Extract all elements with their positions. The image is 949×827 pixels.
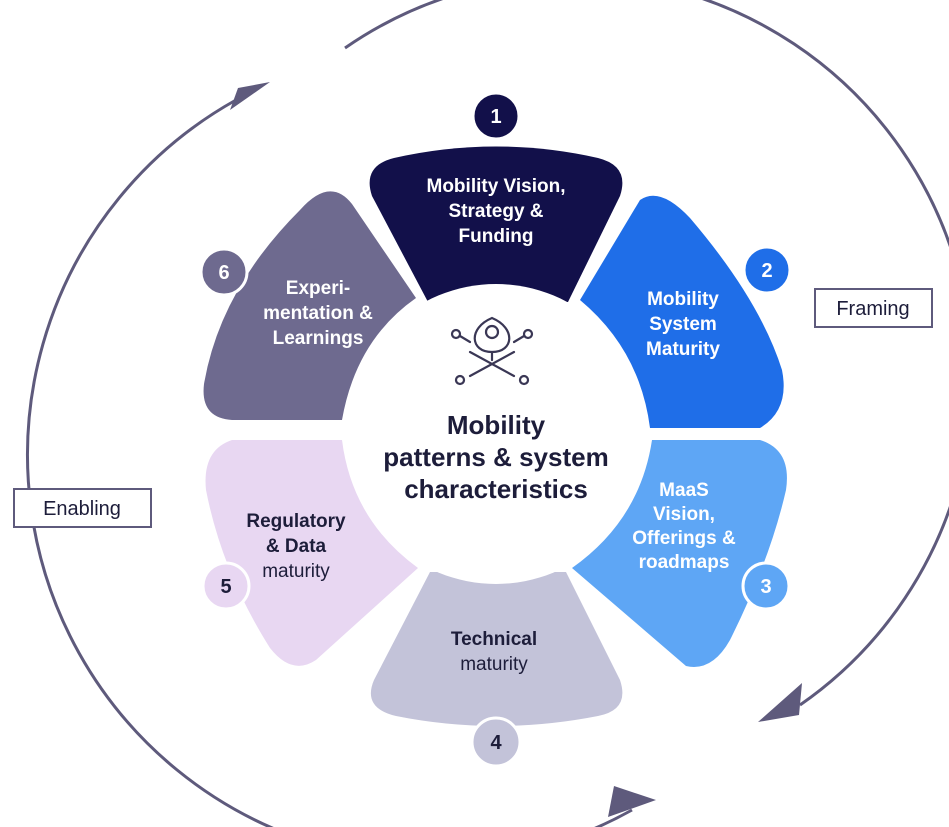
segment-5-shape [205,440,418,666]
segment-5-sublabel-line: maturity [262,561,330,582]
segment-6-number: 6 [218,262,229,284]
segment-1-badge [471,91,521,141]
segment-2-label-line: System [649,314,717,335]
enabling-arrowhead-icon [230,82,270,110]
segment-5-label-line: Regulatory [246,511,346,532]
segment-4-badge [470,716,522,768]
segment-2-label-line: Maturity [646,339,720,360]
center-title-line: characteristics [404,474,588,504]
location-pin-network-icon [450,316,534,386]
center-circle [346,284,646,584]
enabling-bottom-arrowhead-icon [608,786,656,817]
enabling-arc [26,98,633,827]
segment-4-number: 4 [490,732,502,754]
segment-5-label-line: & Data [266,536,327,557]
segment-2-number: 2 [761,260,772,282]
segment-6-label: Experi-mentation & Learnings [263,278,373,349]
segment-2-badge [742,245,792,295]
segment-5: 5 Regulatory & Data maturity [201,440,418,666]
segment-3: 3 MaaS Vision, Offerings & roadmaps [572,440,791,667]
segment-3-number: 3 [760,576,771,598]
center-title-line: patterns & system [383,442,608,472]
segment-3-label-line: Offerings & [632,528,736,549]
framing-arc [344,0,949,707]
cycle-arrows [26,0,949,827]
segment-3-label-line: roadmaps [639,552,730,573]
segment-3-badge [741,561,791,611]
segment-2-label-line: Mobility [647,289,719,310]
segment-1-label: Mobility Vision, Strategy & Funding [427,176,566,247]
segment-5-badge [201,561,251,611]
segment-6-label-line: Learnings [273,328,364,349]
framing-label-box: Framing [814,288,933,328]
segment-4-label: Technical maturity [451,629,537,675]
segment-4-shape [370,572,623,726]
segment-3-label-line: MaaS [659,480,709,501]
framing-label: Framing [836,298,909,320]
segment-4-sublabel-line: maturity [460,654,528,675]
enabling-label: Enabling [43,498,121,520]
segment-3-label: MaaS Vision, Offerings & roadmaps [632,480,736,573]
segment-6-badge [199,247,249,297]
segment-1-label-line: Funding [459,226,534,247]
center-title-line: Mobility [447,410,546,440]
segment-5-label: Regulatory & Data maturity [246,511,346,582]
segment-6: 6 Experi-mentation & Learnings [199,191,416,420]
framing-arrowhead-icon [758,683,802,722]
segment-6-label-line: mentation & [263,303,373,324]
segment-1-shape [369,146,623,302]
segment-2-shape [580,195,784,428]
segment-1-label-line: Mobility Vision, [427,176,566,197]
enabling-label-box: Enabling [13,488,152,528]
segment-6-label-line: Experi- [286,278,350,299]
segment-1: 1 Mobility Vision, Strategy & Funding [369,91,623,302]
segment-3-label-line: Vision, [653,504,715,525]
segment-1-label-line: Strategy & [448,201,543,222]
segment-4-label-line: Technical [451,629,537,650]
segment-5-number: 5 [220,576,231,598]
segment-4: 4 Technical maturity [370,572,623,768]
segment-3-shape [572,440,787,667]
segment-6-shape [203,191,416,420]
segment-1-number: 1 [490,106,501,128]
